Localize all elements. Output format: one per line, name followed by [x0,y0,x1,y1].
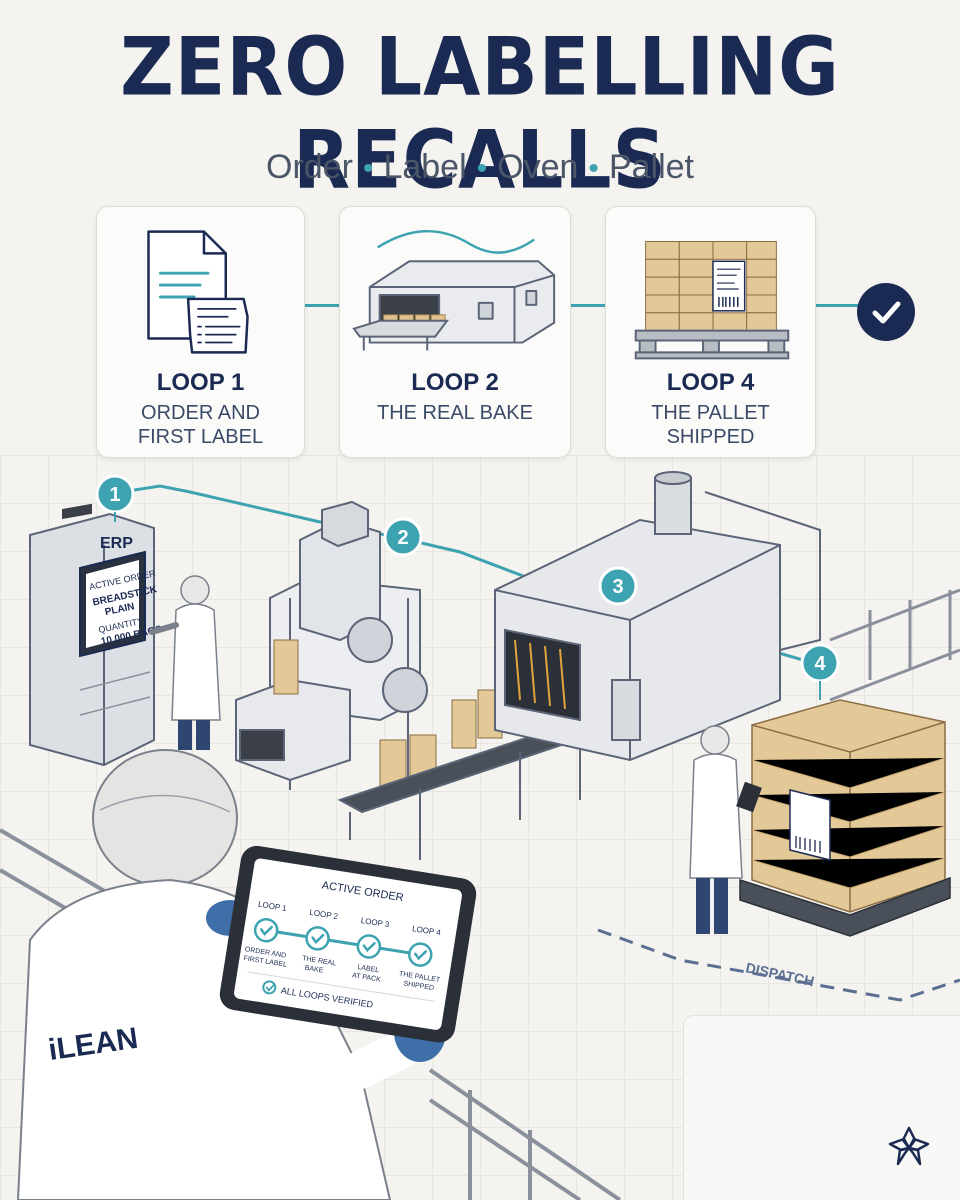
oven-icon [352,229,556,351]
subtitle-label: Label [383,148,467,186]
step-marker-2-label: 2 [397,527,408,549]
tablet-loop4-line2: SHIPPED [403,980,434,992]
subtitle-separator: • [588,152,599,185]
connector-line [305,304,339,307]
connector-line [816,304,858,307]
step-marker-4-label: 4 [814,653,826,675]
page-subtitle: Order • Label • Oven • Pallet [0,148,960,187]
loop-card-2: LOOP 2 THE REAL BAKE [339,206,571,458]
loop-1-desc-line2: FIRST LABEL [137,426,264,448]
subtitle-separator: • [362,152,374,185]
document-icon [147,230,249,354]
worker-scanner [689,725,762,934]
tablet-loop3-line2: AT PACK [352,972,382,983]
loop-4-desc-line1: THE PALLET [651,402,770,424]
erp-label: ERP [100,535,133,552]
erp-kiosk [29,503,155,767]
subtitle-pallet: Pallet [608,148,694,186]
loop-4-desc-line2: SHIPPED [666,426,755,448]
subtitle-order: Order [266,148,353,186]
loop-4-description: THE PALLET SHIPPED [606,401,815,449]
loop-4-title: LOOP 4 [666,369,755,396]
loop-card-4: LOOP 4 THE PALLET SHIPPED [605,206,816,458]
oven [494,471,821,762]
pallet-icon [634,240,790,360]
tablet-loop2-line2: BAKE [304,965,324,975]
verified-check-badge [857,283,915,341]
loop-2-description: THE REAL BAKE [340,401,570,425]
dispatch-label: DISPATCH [744,959,815,989]
loop-1-description: ORDER AND FIRST LABEL [97,401,304,449]
railing-foreground [0,828,622,1200]
step-marker-1 [95,474,135,522]
tablet-loop3-line1: LABEL [357,964,380,974]
step-marker-2 [383,517,423,557]
packaging-machine [235,500,428,790]
railing-right [829,588,960,702]
loop-card-1: LOOP 1 ORDER AND FIRST LABEL [96,206,305,458]
flower-logo-icon [888,1126,930,1166]
tablet-device [219,845,477,1043]
step-marker-3 [598,566,638,606]
loop-2-title: LOOP 2 [411,369,499,396]
worker-erp [149,575,221,750]
check-icon [872,301,901,324]
step-marker-3-label: 3 [612,576,623,598]
connector-line [571,304,605,307]
subtitle-oven: Oven [497,148,579,186]
page-title: ZERO LABELLING RECALLS [120,21,840,207]
loop-1-desc-line1: ORDER AND [141,402,260,424]
oven-glow [514,639,566,710]
brand-corner-panel [683,1015,960,1200]
subtitle-separator: • [476,152,488,185]
step-marker-4 [800,643,840,700]
loop-1-title: LOOP 1 [156,369,245,396]
loop-2-desc-line1: THE REAL BAKE [377,402,533,424]
step-marker-1-label: 1 [109,484,120,506]
pallet-stack [739,699,951,937]
factory-scene: ERP ACTIVE ORDER BREADSTICK PLAIN QUANTI… [0,471,960,1200]
